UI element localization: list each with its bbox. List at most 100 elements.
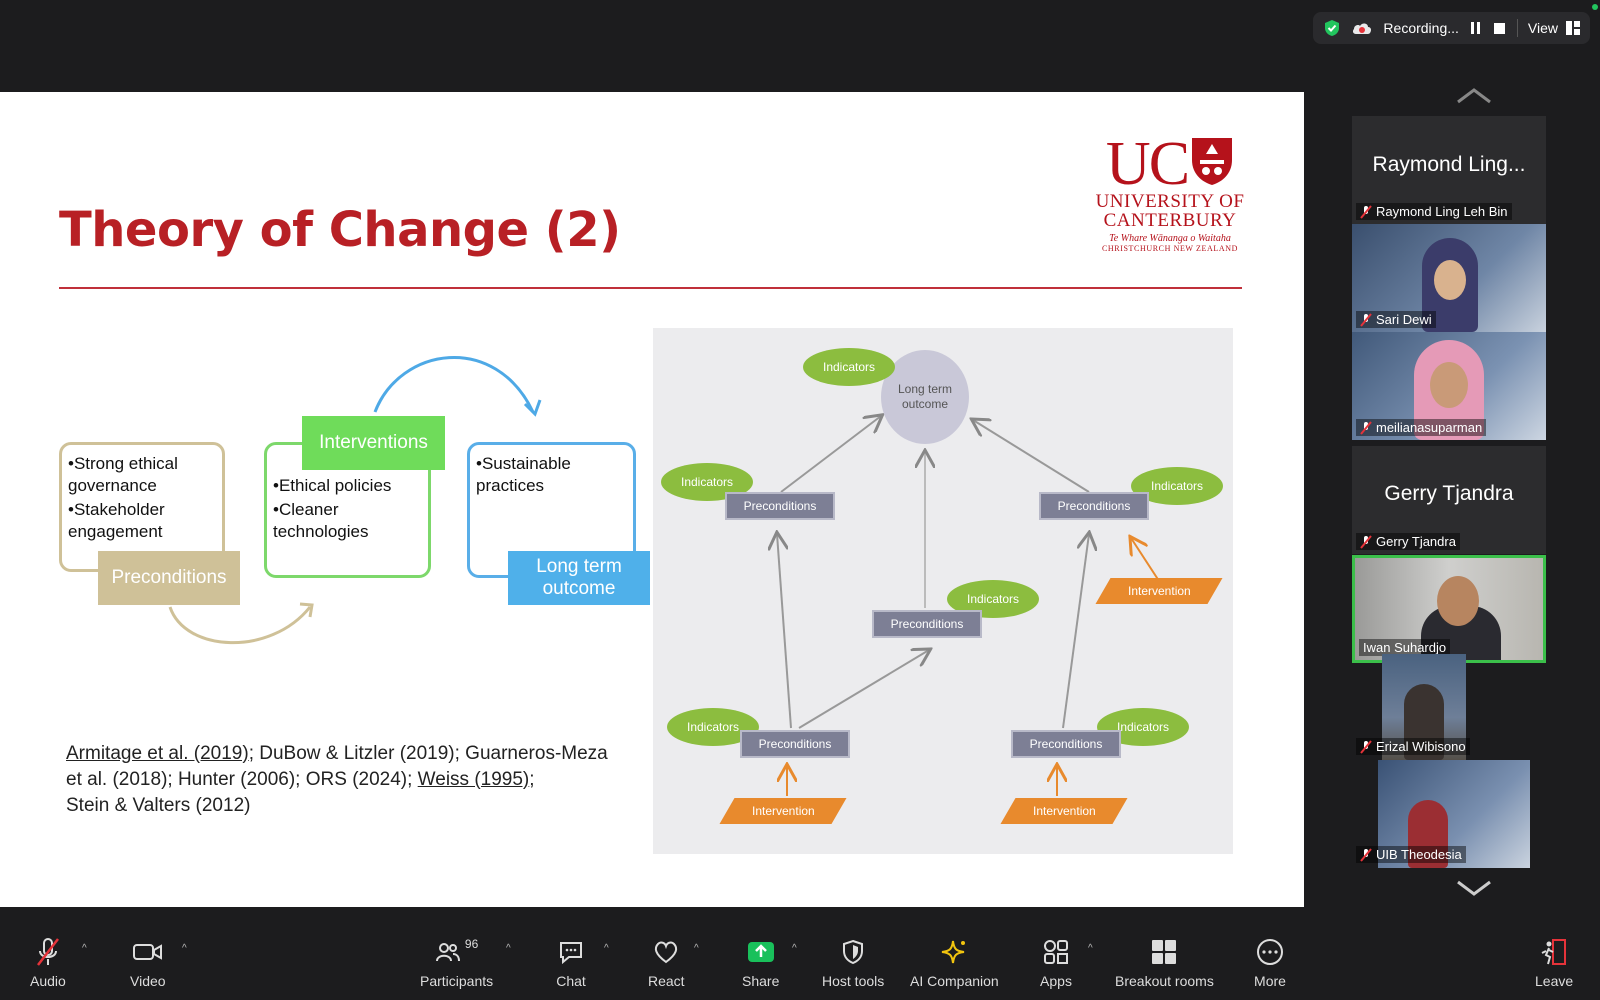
shared-screen-slide: Theory of Change (2) UC UNIVERSITY OF CA… (0, 92, 1304, 907)
preconditions-tag: Preconditions (98, 551, 240, 605)
participant-tile[interactable]: Raymond Ling... Raymond Ling Leh Bin (1352, 116, 1546, 224)
video-camera-icon (132, 937, 164, 967)
preconditions-box: Preconditions (872, 610, 982, 638)
pause-recording-icon[interactable] (1469, 21, 1483, 35)
muted-mic-icon (1360, 534, 1372, 549)
audio-label: Audio (30, 973, 66, 989)
participants-options-caret-icon[interactable]: ^ (506, 943, 511, 954)
host-tools-label: Host tools (822, 973, 885, 989)
participant-face (1430, 362, 1468, 408)
apps-options-caret-icon[interactable]: ^ (1088, 943, 1093, 954)
precondition-bullet-2: •Stakeholder engagement (68, 500, 165, 541)
participant-tile[interactable]: Gerry Tjandra Gerry Tjandra (1352, 446, 1546, 554)
university-logo: UC UNIVERSITY OF CANTERBURY Te Whare Wān… (1090, 133, 1250, 253)
intervention-label: Intervention (1032, 804, 1096, 818)
leave-icon (1538, 937, 1570, 967)
muted-mic-icon (1360, 420, 1372, 435)
chat-button[interactable]: Chat (555, 937, 587, 989)
participant-tile[interactable]: meilianasuparman (1352, 332, 1546, 440)
logo-line-2: CANTERBURY (1103, 210, 1237, 231)
share-options-caret-icon[interactable]: ^ (792, 943, 797, 954)
video-button[interactable]: Video (130, 937, 166, 989)
intervention-bullet-2: •Cleaner technologies (273, 500, 369, 541)
preconditions-box: Preconditions (1039, 492, 1149, 520)
apps-button[interactable]: Apps (1040, 937, 1072, 989)
participant-tile-active-speaker[interactable]: Iwan Suhardjo (1352, 555, 1546, 663)
participant-name-tag: Sari Dewi (1356, 311, 1436, 328)
preconditions-box: Preconditions (1011, 730, 1121, 758)
sparkle-icon (938, 937, 970, 967)
participant-name: UIB Theodesia (1376, 847, 1462, 862)
logo-line-4: CHRISTCHURCH NEW ZEALAND (1101, 244, 1239, 253)
muted-mic-icon (1360, 739, 1372, 754)
participant-name-tag: Gerry Tjandra (1356, 533, 1460, 550)
ai-companion-label: AI Companion (910, 973, 999, 989)
participants-label: Participants (420, 973, 494, 989)
divider (1516, 19, 1518, 37)
participant-name: Iwan Suhardjo (1363, 640, 1447, 655)
participant-name-tag: Erizal Wibisono (1356, 738, 1470, 755)
participant-name: meilianasuparman (1376, 420, 1483, 435)
security-shield-icon[interactable] (1323, 19, 1341, 37)
logo-line-1: UNIVERSITY OF (1095, 191, 1245, 212)
more-icon (1254, 937, 1286, 967)
muted-mic-icon (1360, 847, 1372, 862)
ref-semicolon: ; (529, 769, 535, 790)
logo-line-3: Te Whare Wānanga o Waitaha (1109, 233, 1231, 244)
more-button[interactable]: More (1254, 937, 1286, 989)
more-label: More (1254, 973, 1286, 989)
intervention-box: Intervention (719, 798, 847, 824)
audio-button[interactable]: Audio (30, 937, 66, 989)
leave-label: Leave (1535, 973, 1574, 989)
participant-tile[interactable] (1382, 654, 1466, 760)
chat-options-caret-icon[interactable]: ^ (604, 943, 609, 954)
participant-video (1378, 760, 1530, 868)
chat-icon (555, 937, 587, 967)
share-button[interactable]: Share (742, 937, 779, 989)
grid-view-icon (1566, 21, 1580, 35)
intervention-box: Intervention (1095, 578, 1223, 604)
stop-recording-icon[interactable] (1493, 21, 1507, 35)
participant-name-tag: Iwan Suhardjo (1359, 639, 1451, 656)
host-tools-button[interactable]: Host tools (822, 937, 884, 989)
muted-mic-icon (1360, 204, 1372, 219)
view-label: View (1527, 20, 1558, 36)
video-label: Video (130, 973, 166, 989)
apps-icon (1040, 937, 1072, 967)
participant-silhouette (1404, 684, 1444, 760)
diagram-connectors (653, 328, 1162, 796)
crest-icon (1190, 136, 1234, 191)
participant-face (1437, 576, 1479, 626)
theory-of-change-diagram: Long term outcome Indicators Indicators … (653, 328, 1233, 854)
participant-name: Sari Dewi (1376, 312, 1432, 327)
participant-silhouette (1408, 800, 1448, 868)
participants-button[interactable]: 96 Participants (420, 937, 493, 989)
muted-mic-icon (1360, 312, 1372, 327)
participant-tile[interactable] (1378, 760, 1530, 868)
participant-tile[interactable]: Sari Dewi (1352, 224, 1546, 332)
participants-count: 96 (464, 937, 479, 951)
intervention-box: Intervention (1000, 798, 1128, 824)
view-button[interactable]: View (1528, 20, 1580, 36)
breakout-rooms-button[interactable]: Breakout rooms (1115, 937, 1214, 989)
preconditions-box: Preconditions (740, 730, 850, 758)
participant-name: Gerry Tjandra (1376, 534, 1456, 549)
cloud-recording-icon (1351, 20, 1373, 36)
participant-name: Erizal Wibisono (1376, 739, 1466, 754)
mic-muted-icon (32, 937, 64, 967)
connection-dot-icon (1592, 4, 1598, 10)
audio-options-caret-icon[interactable]: ^ (82, 943, 87, 954)
react-options-caret-icon[interactable]: ^ (694, 943, 699, 954)
breakout-rooms-icon (1148, 937, 1180, 967)
react-button[interactable]: React (648, 937, 685, 989)
meeting-top-bar: Recording... View (0, 0, 1600, 92)
scroll-down-chevron-icon[interactable] (1454, 878, 1494, 898)
scroll-up-chevron-icon[interactable] (1454, 86, 1494, 106)
leave-button[interactable]: Leave (1535, 937, 1573, 989)
ai-companion-button[interactable]: AI Companion (910, 937, 999, 989)
video-options-caret-icon[interactable]: ^ (182, 943, 187, 954)
ref-weiss: Weiss (1995) (417, 769, 530, 790)
indicators-ellipse: Indicators (667, 708, 759, 746)
intervention-label: Intervention (1127, 584, 1191, 598)
recording-status-pill: Recording... View (1313, 12, 1590, 44)
